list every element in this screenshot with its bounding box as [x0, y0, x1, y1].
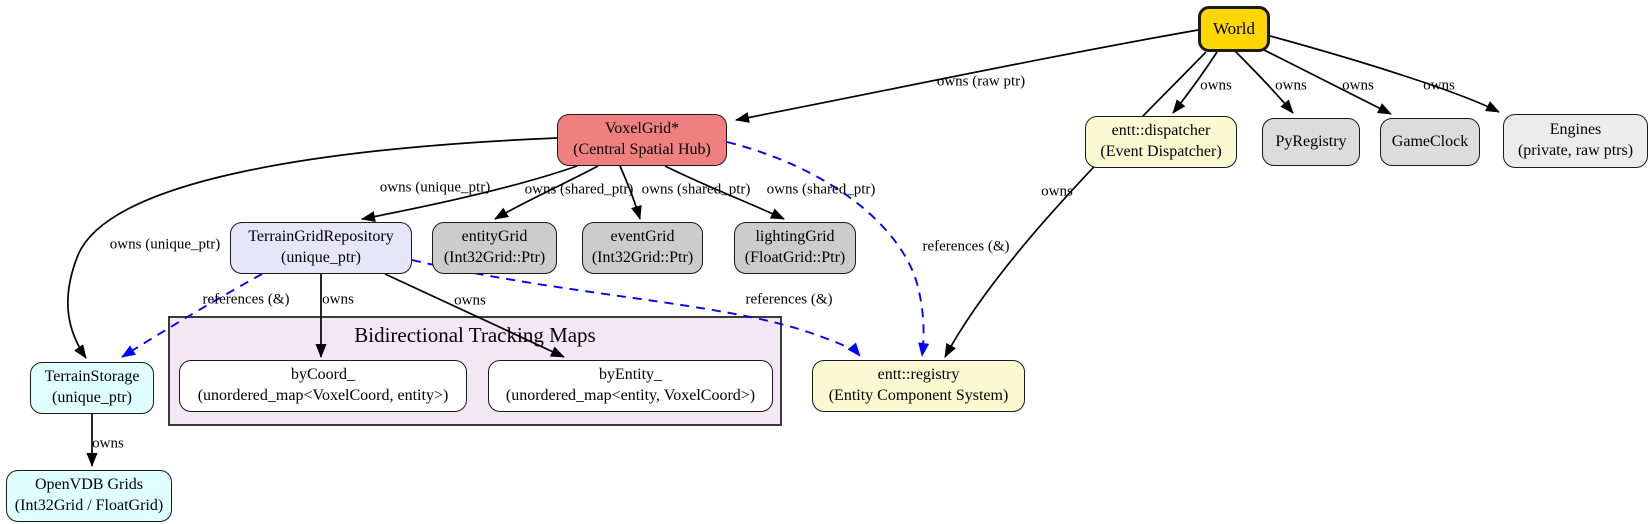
node-byentity: byEntity_ (unordered_map<entity, VoxelCo… [488, 360, 773, 412]
node-openvdb-grids-line1: OpenVDB Grids [35, 476, 143, 494]
node-voxelgrid-line2: (Central Spatial Hub) [573, 141, 711, 158]
node-voxelgrid-line1: VoxelGrid* [604, 120, 680, 138]
node-entitygrid-line2: (Int32Grid::Ptr) [443, 249, 546, 266]
node-byentity-line2: (unordered_map<entity, VoxelCoord>) [505, 387, 756, 404]
edge-label-voxelgrid-registry: references (&) [922, 238, 1010, 255]
node-entt-dispatcher-line2: (Event Dispatcher) [1100, 143, 1222, 160]
edge-label-voxelgrid-terrainrepo: owns (unique_ptr) [379, 179, 491, 196]
node-bycoord-line1: byCoord_ [291, 366, 355, 384]
edge-label-voxelgrid-lightinggrid: owns (shared_ptr) [766, 181, 876, 198]
edge-label-voxelgrid-entitygrid: owns (shared_ptr) [524, 181, 634, 198]
node-entt-registry-line2: (Entity Component System) [828, 387, 1009, 404]
edge-voxelgrid-terrainstorage [67, 137, 558, 359]
node-eventgrid: eventGrid (Int32Grid::Ptr) [582, 222, 703, 274]
cluster-title: Bidirectional Tracking Maps [354, 323, 596, 347]
edge-world-voxelgrid [735, 29, 1199, 123]
edge-world-registry [944, 51, 1207, 358]
edge-voxelgrid-lightinggrid [664, 165, 785, 220]
edge-label-world-pyregistry: owns [1275, 77, 1307, 94]
node-terraingridrepository-line2: (unique_ptr) [281, 249, 361, 266]
edge-label-world-dispatcher: owns [1200, 77, 1232, 94]
edge-world-pyregistry [1233, 49, 1294, 114]
node-entt-dispatcher: entt::dispatcher (Event Dispatcher) [1085, 116, 1237, 168]
node-terraingridrepository: TerrainGridRepository (unique_ptr) [230, 222, 412, 274]
edge-terrainrepo-terrainstorage [121, 273, 263, 358]
edge-label-voxelgrid-terrainstorage: owns (unique_ptr) [109, 236, 221, 253]
node-lightinggrid-line2: (FloatGrid::Ptr) [744, 249, 846, 266]
edge-world-gameclock [1251, 43, 1392, 115]
node-terrainstorage-line1: TerrainStorage [44, 368, 140, 386]
edge-label-world-voxelgrid: owns (raw ptr) [936, 73, 1026, 90]
node-terrainstorage-line2: (unique_ptr) [52, 389, 132, 406]
edge-voxelgrid-registry [726, 141, 930, 357]
edge-label-world-registry: owns [1041, 183, 1073, 200]
node-world-label: World [1212, 18, 1256, 38]
node-eventgrid-line2: (Int32Grid::Ptr) [591, 249, 694, 266]
node-entt-registry: entt::registry (Entity Component System) [812, 360, 1025, 412]
node-openvdb-grids-line2: (Int32Grid / FloatGrid) [14, 497, 164, 514]
edge-label-terrainrepo-registry: references (&) [745, 291, 833, 308]
node-world: World [1198, 6, 1270, 52]
edge-label-voxelgrid-eventgrid: owns (shared_ptr) [641, 181, 751, 198]
node-terraingridrepository-line1: TerrainGridRepository [248, 228, 394, 246]
node-terrainstorage: TerrainStorage (unique_ptr) [30, 362, 154, 414]
edge-label-terrainrepo-byentity: owns [454, 292, 486, 309]
edge-world-engines [1269, 35, 1500, 113]
node-gameclock: GameClock [1380, 118, 1480, 166]
edge-label-terrainstorage-openvdb: owns [92, 435, 124, 452]
edge-label-terrainrepo-bycoord: owns [322, 291, 354, 308]
edge-terrainrepo-registry [411, 259, 861, 357]
edge-world-dispatcher [1172, 51, 1218, 114]
node-lightinggrid: lightingGrid (FloatGrid::Ptr) [734, 222, 856, 274]
node-pyregistry: PyRegistry [1262, 118, 1360, 166]
node-engines-line2: (private, raw ptrs) [1517, 142, 1634, 159]
node-gameclock-label: GameClock [1391, 132, 1469, 150]
edge-label-world-engines: owns [1423, 77, 1455, 94]
node-bycoord: byCoord_ (unordered_map<VoxelCoord, enti… [179, 360, 467, 412]
edge-terrainrepo-byentity [384, 273, 565, 358]
node-entt-dispatcher-line1: entt::dispatcher [1111, 122, 1211, 140]
edge-voxelgrid-eventgrid [619, 165, 642, 220]
node-byentity-line1: byEntity_ [598, 366, 663, 384]
edge-voxelgrid-terrainrepo [361, 165, 578, 222]
node-lightinggrid-line1: lightingGrid [755, 228, 835, 246]
node-pyregistry-label: PyRegistry [1275, 132, 1347, 150]
edge-voxelgrid-entitygrid [494, 165, 599, 220]
node-bycoord-line2: (unordered_map<VoxelCoord, entity>) [197, 387, 449, 404]
node-engines-line1: Engines [1549, 121, 1602, 139]
node-engines: Engines (private, raw ptrs) [1503, 114, 1648, 168]
edge-label-world-gameclock: owns [1342, 77, 1374, 94]
node-entitygrid-line1: entityGrid [461, 228, 528, 246]
node-voxelgrid: VoxelGrid* (Central Spatial Hub) [557, 114, 727, 166]
node-entitygrid: entityGrid (Int32Grid::Ptr) [432, 222, 557, 274]
node-entt-registry-line1: entt::registry [877, 366, 960, 384]
edge-label-terrainrepo-terrainstorage: references (&) [202, 291, 290, 308]
node-openvdb-grids: OpenVDB Grids (Int32Grid / FloatGrid) [6, 470, 172, 522]
node-eventgrid-line1: eventGrid [610, 228, 675, 246]
